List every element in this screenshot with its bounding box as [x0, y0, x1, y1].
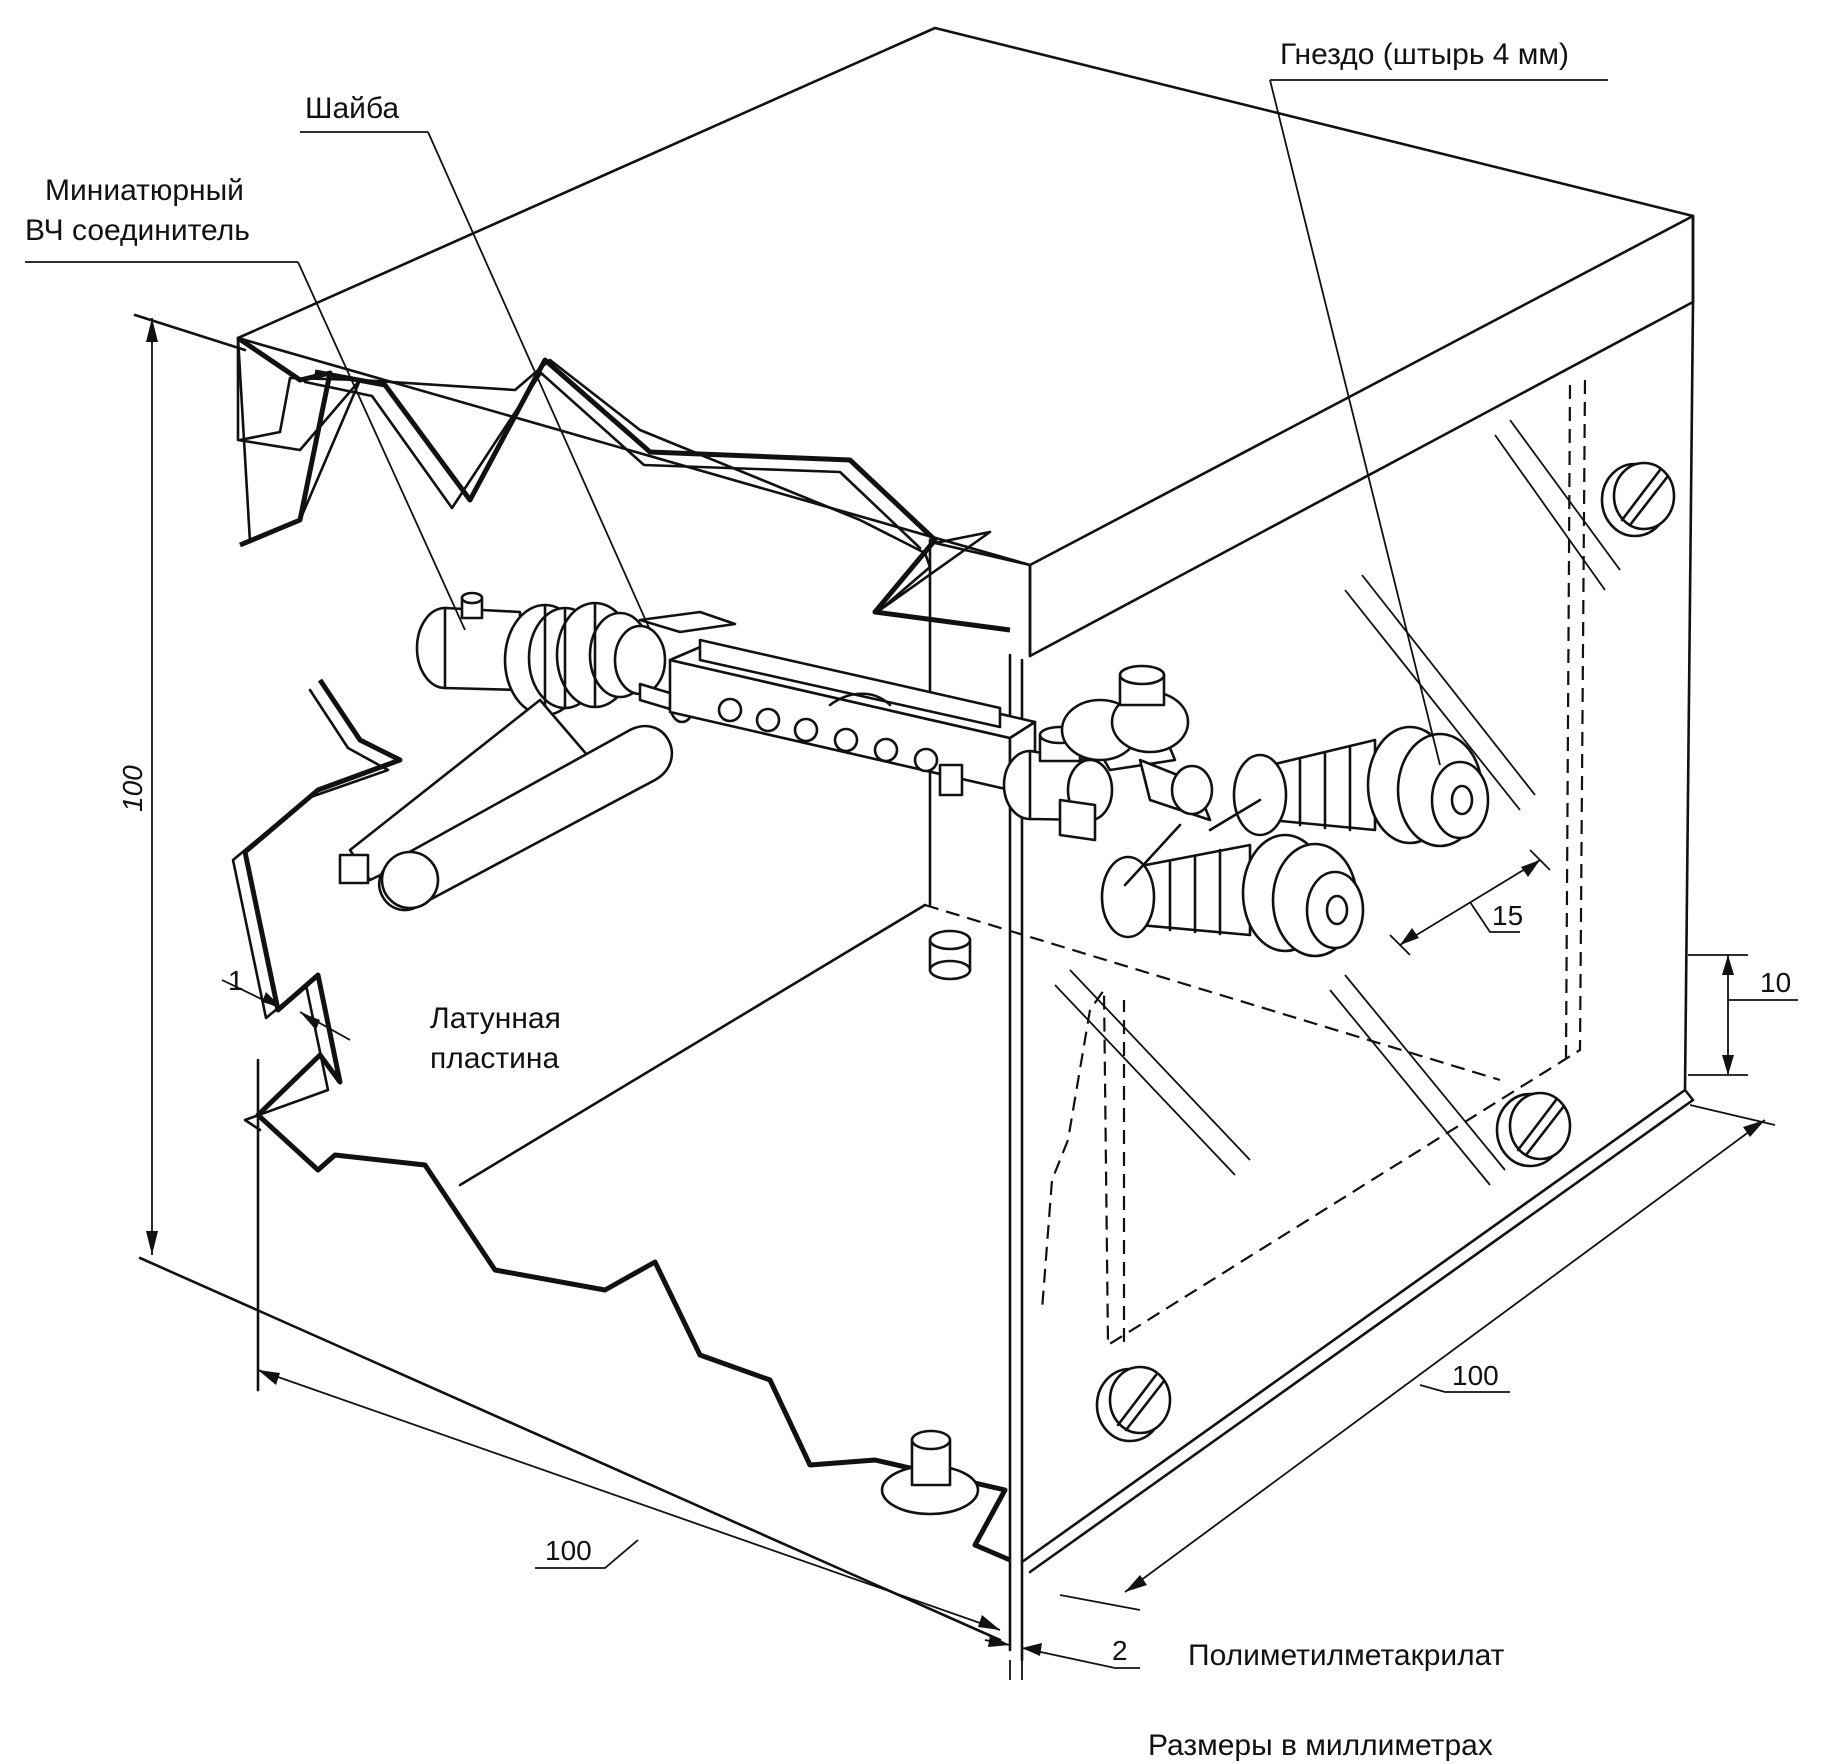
washer-icon — [638, 610, 737, 634]
dimension-lines — [146, 318, 1798, 1680]
rf-connector-icon — [415, 591, 696, 724]
box-outline — [133, 26, 1695, 1662]
leader-connector — [25, 261, 466, 631]
screws — [880, 461, 1676, 1516]
dim-bottom-width: 100 — [545, 1535, 592, 1566]
dim-panel-thickness: 2 — [1112, 1635, 1128, 1666]
bus-bar-icon — [668, 638, 1037, 797]
top-plate — [236, 26, 1695, 658]
label-connector-line2: ВЧ соединитель — [25, 214, 250, 247]
screw-top-right-icon — [1600, 461, 1676, 538]
dim-top-offset: 10 — [1760, 967, 1791, 998]
dim-right-depth: 100 — [1452, 1360, 1499, 1391]
coax-cable-icon — [338, 698, 674, 912]
leader-lines — [25, 79, 1608, 766]
dim-pin-spacing: 15 — [1492, 900, 1523, 931]
label-connector-line1: Миниатюрный — [45, 174, 244, 207]
right-connectors-icon — [1002, 664, 1490, 958]
text-labels: Гнездо (штырь 4 мм) Шайба Миниатюрный ВЧ… — [25, 38, 1791, 1762]
label-pmma: Полиметилметакрилат — [1188, 1639, 1505, 1672]
label-brass-line2: пластина — [430, 1042, 560, 1075]
label-socket: Гнездо (штырь 4 мм) — [1280, 38, 1569, 71]
dim-wall: 1 — [228, 965, 244, 996]
screw-bottom-right-icon — [1495, 1091, 1572, 1168]
internal-assembly — [338, 591, 1490, 958]
label-brass-line1: Латунная — [430, 1002, 561, 1035]
screw-bottom-left-icon — [1095, 1365, 1172, 1443]
units-note: Размеры в миллиметрах — [1148, 1729, 1493, 1762]
leader-socket — [1269, 79, 1608, 766]
label-washer: Шайба — [305, 92, 399, 125]
leader-washer — [300, 131, 651, 631]
foot-stud-icon — [880, 1429, 980, 1516]
plate-stud-icon — [928, 929, 972, 981]
dim-height: 100 — [117, 765, 148, 812]
